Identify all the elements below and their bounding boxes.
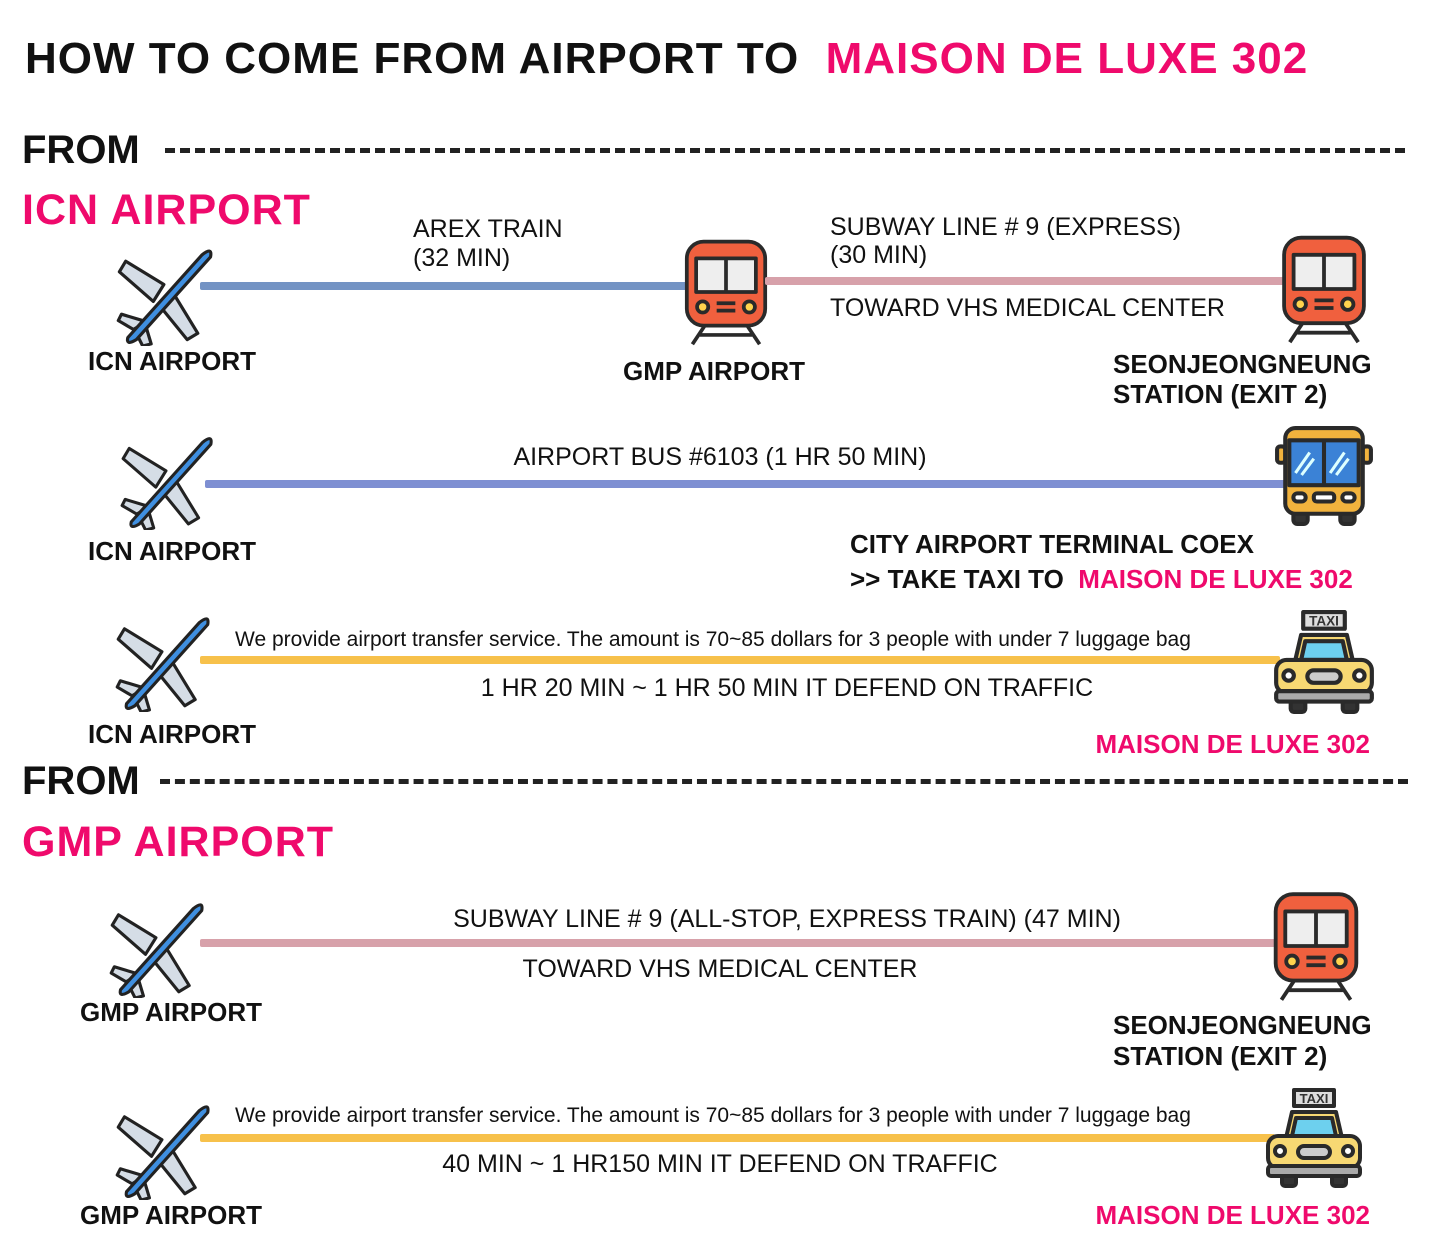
bus-icon (1272, 424, 1376, 526)
divider (165, 148, 1405, 153)
subway-time: (30 MIN) (830, 241, 928, 269)
subway-label: SUBWAY LINE # 9 (ALL-STOP, EXPRESS TRAIN… (453, 905, 1121, 933)
from-label: FROM (22, 128, 140, 172)
arex-time: (32 MIN) (413, 244, 511, 272)
origin-label: ICN AIRPORT (88, 346, 257, 376)
train-icon (678, 236, 774, 348)
subway-direction: TOWARD VHS MEDICAL CENTER (522, 955, 918, 983)
subway-route-line (765, 277, 1285, 285)
origin-label: ICN AIRPORT (88, 536, 257, 566)
divider (160, 779, 1408, 784)
arex-label: AREX TRAIN (413, 215, 563, 243)
taxi-icon (1272, 610, 1376, 714)
taxi-time: 40 MIN ~ 1 HR150 MIN IT DEFEND ON TRAFFI… (442, 1150, 998, 1178)
destination-label: SEONJEONGNEUNG (1113, 1010, 1372, 1040)
bus-label: AIRPORT BUS #6103 (1 HR 50 MIN) (513, 443, 927, 471)
taxi-icon (1264, 1088, 1364, 1188)
subway-route-line (200, 939, 1280, 947)
transfer-note: We provide airport transfer service. The… (235, 628, 1191, 651)
airplane-icon (112, 240, 220, 346)
transfer-label: GMP AIRPORT (623, 356, 806, 386)
train-icon (1276, 232, 1372, 346)
destination-label: >> TAKE TAXI TO (850, 564, 1064, 594)
destination-label: STATION (EXIT 2) (1113, 1041, 1328, 1071)
subway-direction: TOWARD VHS MEDICAL CENTER (830, 294, 1225, 322)
destination-highlight: MAISON DE LUXE 302 (1078, 564, 1353, 594)
icn-heading: ICN AIRPORT (22, 186, 311, 234)
destination-label: MAISON DE LUXE 302 (1095, 729, 1370, 759)
taxi-route-line (200, 1134, 1275, 1142)
title-main: HOW TO COME FROM AIRPORT TO (25, 34, 800, 83)
destination-label: SEONJEONGNEUNG (1113, 349, 1372, 379)
taxi-route-line (200, 656, 1280, 664)
bus-route-line (205, 480, 1285, 488)
title-highlight: MAISON DE LUXE 302 (825, 34, 1309, 83)
page-title: HOW TO COME FROM AIRPORT TO MAISON DE LU… (25, 34, 1308, 84)
arex-route-line (200, 282, 690, 290)
destination-label: MAISON DE LUXE 302 (1095, 1200, 1370, 1230)
subway-label: SUBWAY LINE # 9 (EXPRESS) (830, 213, 1182, 241)
origin-label: GMP AIRPORT (80, 1200, 263, 1230)
taxi-time: 1 HR 20 MIN ~ 1 HR 50 MIN IT DEFEND ON T… (480, 674, 1094, 702)
origin-label: GMP AIRPORT (80, 997, 263, 1027)
train-icon (1268, 888, 1364, 1004)
airplane-icon (115, 428, 221, 530)
transfer-note: We provide airport transfer service. The… (235, 1104, 1191, 1127)
gmp-heading: GMP AIRPORT (22, 818, 335, 866)
airplane-icon (106, 894, 210, 998)
destination-label: STATION (EXIT 2) (1113, 379, 1328, 409)
destination-label: CITY AIRPORT TERMINAL COEX (850, 529, 1254, 559)
from-label: FROM (22, 759, 140, 803)
origin-label: ICN AIRPORT (88, 719, 257, 749)
airplane-icon (112, 1096, 216, 1200)
